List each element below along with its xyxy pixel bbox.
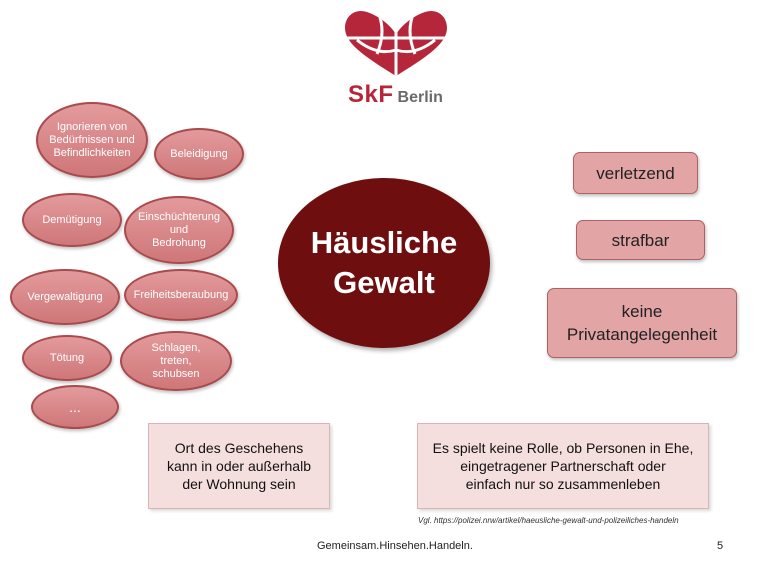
- oval-vergewaltigung: Vergewaltigung: [10, 269, 120, 325]
- footer-slogan: Gemeinsam.Hinsehen.Handeln.: [317, 540, 473, 552]
- oval-beleidigung: Beleidigung: [154, 128, 244, 180]
- cross-heart-icon: [345, 10, 447, 77]
- box-verletzend: verletzend: [573, 152, 698, 194]
- box-strafbar: strafbar: [576, 220, 705, 260]
- oval-demuetigung: Demütigung: [22, 193, 122, 247]
- brand-name: SkF: [348, 81, 394, 108]
- brand-city: Berlin: [397, 89, 443, 106]
- info-relationship: Es spielt keine Rolle, ob Personen in Eh…: [417, 423, 709, 509]
- oval-freiheitsberaubung: Freiheitsberaubung: [124, 269, 238, 321]
- oval-schlagen: Schlagen,treten,schubsen: [120, 331, 232, 391]
- oval-more: ...: [31, 385, 119, 429]
- reference-link: Vgl. https://polizei.nrw/artikel/haeusli…: [418, 516, 679, 525]
- oval-toetung: Tötung: [22, 335, 112, 381]
- page-number: 5: [717, 540, 724, 552]
